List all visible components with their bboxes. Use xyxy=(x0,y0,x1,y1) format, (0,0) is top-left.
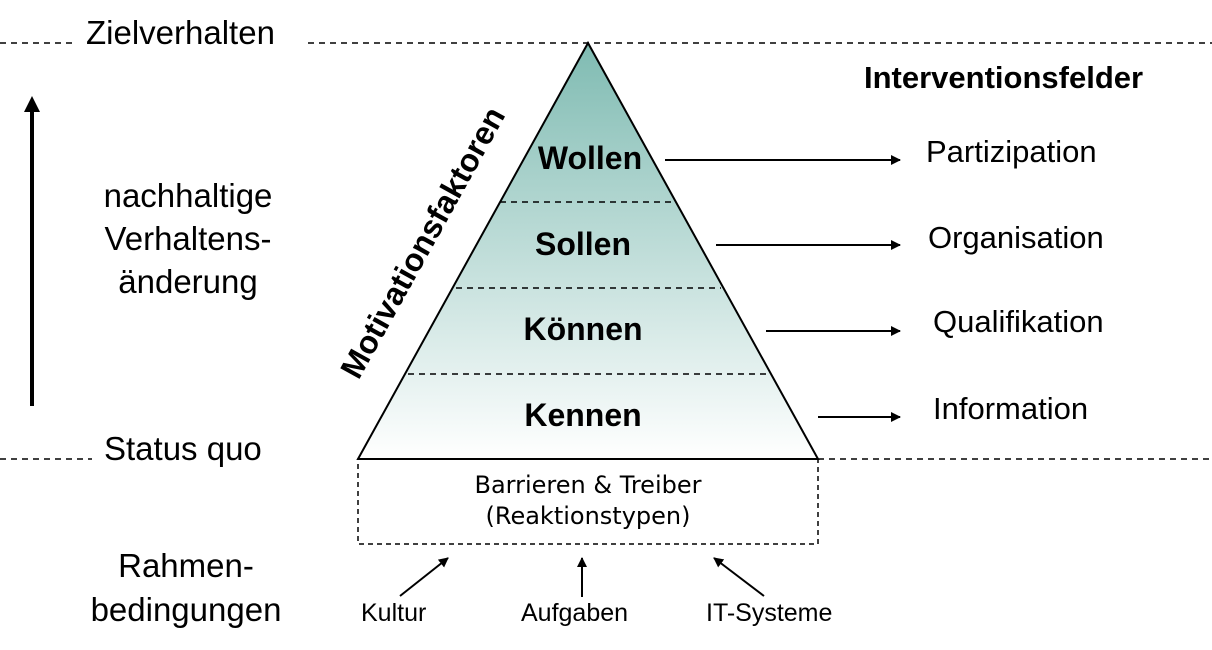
barrier-box-line-2: (Reaktionstypen) xyxy=(485,502,691,530)
conditions-line-1: Rahmen- xyxy=(118,547,254,584)
barrier-box-line-1: Barrieren & Treiber xyxy=(474,471,702,499)
field-organisation: Organisation xyxy=(928,220,1104,255)
fields-heading: Interventionsfelder xyxy=(864,60,1144,95)
level-koennen: Können xyxy=(523,311,643,347)
field-qualifikation: Qualifikation xyxy=(933,304,1104,339)
conditions-line-2: bedingungen xyxy=(90,591,282,628)
behavior-change-line-3: änderung xyxy=(118,263,258,300)
barrier-box xyxy=(357,458,819,545)
barrier-box-text: Barrieren & Treiber (Reaktionstypen) xyxy=(358,470,818,532)
condition-kultur: Kultur xyxy=(361,599,427,627)
status-quo-label: Status quo xyxy=(104,430,262,467)
field-partizipation: Partizipation xyxy=(926,134,1097,169)
level-sollen: Sollen xyxy=(534,226,631,262)
level-kennen: Kennen xyxy=(524,397,642,433)
conditions-label: Rahmen- bedingungen xyxy=(76,544,296,632)
level-wollen: Wollen xyxy=(537,140,643,176)
goal-behavior-label: Zielverhalten xyxy=(86,14,275,51)
condition-aufgaben: Aufgaben xyxy=(521,599,629,627)
up-arrow-head xyxy=(24,96,40,112)
arrow-it-systeme xyxy=(713,557,765,597)
condition-it-systeme: IT-Systeme xyxy=(706,599,833,627)
arrow-kultur xyxy=(399,557,449,597)
behavior-change-label: nachhaltige Verhaltens- änderung xyxy=(78,174,298,303)
behavior-change-line-1: nachhaltige xyxy=(103,177,273,214)
field-information: Information xyxy=(933,391,1089,426)
behavior-change-line-2: Verhaltens- xyxy=(104,220,272,257)
